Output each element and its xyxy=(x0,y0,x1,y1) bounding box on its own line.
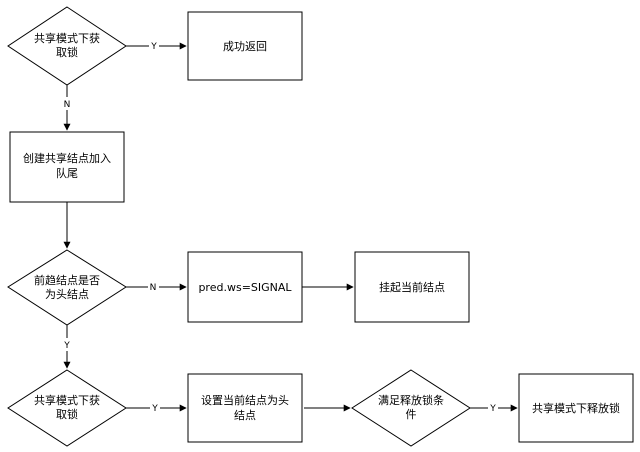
node-prev-is-head: 前趋结点是否 为头结点 xyxy=(7,249,127,326)
edge-label-acquire2-y: Y xyxy=(151,404,158,414)
edge-label-prev-n: N xyxy=(150,283,157,293)
process-box xyxy=(187,373,303,443)
node-release-shared: 共享模式下释放锁 xyxy=(518,373,634,443)
node-acquire-shared-1: 共享模式下获 取锁 xyxy=(7,6,127,86)
node-label-line2: 结点 xyxy=(234,409,256,422)
process-box xyxy=(518,373,634,443)
process-box xyxy=(354,251,470,323)
edge-labels: Y N N Y Y Y xyxy=(62,39,498,414)
decision-diamond xyxy=(7,6,127,86)
node-park-current: 挂起当前结点 xyxy=(354,251,470,323)
node-label-line2: 为头结点 xyxy=(45,288,89,301)
node-label-line1: 满足释放锁条 xyxy=(378,393,444,407)
node-label-line1: 共享模式下获 xyxy=(34,31,100,45)
node-label-line2: 取锁 xyxy=(56,45,78,59)
node-label: 共享模式下释放锁 xyxy=(532,401,620,415)
edge-label-condition-y: Y xyxy=(489,404,496,414)
node-label-line1: 前趋结点是否 xyxy=(34,273,100,287)
node-label-line1: 创建共享结点加入 xyxy=(23,151,111,165)
node-label-line2: 取锁 xyxy=(56,407,78,421)
node-release-condition: 满足释放锁条 件 xyxy=(351,369,471,447)
node-create-shared-node: 创建共享结点加入 队尾 xyxy=(9,131,125,203)
process-box xyxy=(187,251,303,323)
node-set-head: 设置当前结点为头 结点 xyxy=(187,373,303,443)
process-box xyxy=(187,11,303,81)
node-label-line1: 共享模式下获 xyxy=(34,393,100,407)
node-return-success: 成功返回 xyxy=(187,11,303,81)
decision-diamond xyxy=(351,369,471,447)
node-acquire-shared-2: 共享模式下获 取锁 xyxy=(7,369,127,447)
edge-label-acquire1-y: Y xyxy=(150,42,157,52)
node-set-signal: pred.ws=SIGNAL xyxy=(187,251,303,323)
decision-diamond xyxy=(7,249,127,326)
node-label-line2: 件 xyxy=(406,408,417,421)
edge-label-acquire1-n: N xyxy=(64,100,71,110)
node-label-line1: 设置当前结点为头 xyxy=(201,393,289,407)
decision-diamond xyxy=(7,369,127,447)
node-label-line2: 队尾 xyxy=(56,166,78,180)
edges xyxy=(63,42,518,412)
node-label: pred.ws=SIGNAL xyxy=(198,281,292,294)
node-label: 挂起当前结点 xyxy=(379,280,445,294)
edge-label-prev-y: Y xyxy=(63,341,70,351)
process-box xyxy=(9,131,125,203)
node-label: 成功返回 xyxy=(223,40,267,53)
